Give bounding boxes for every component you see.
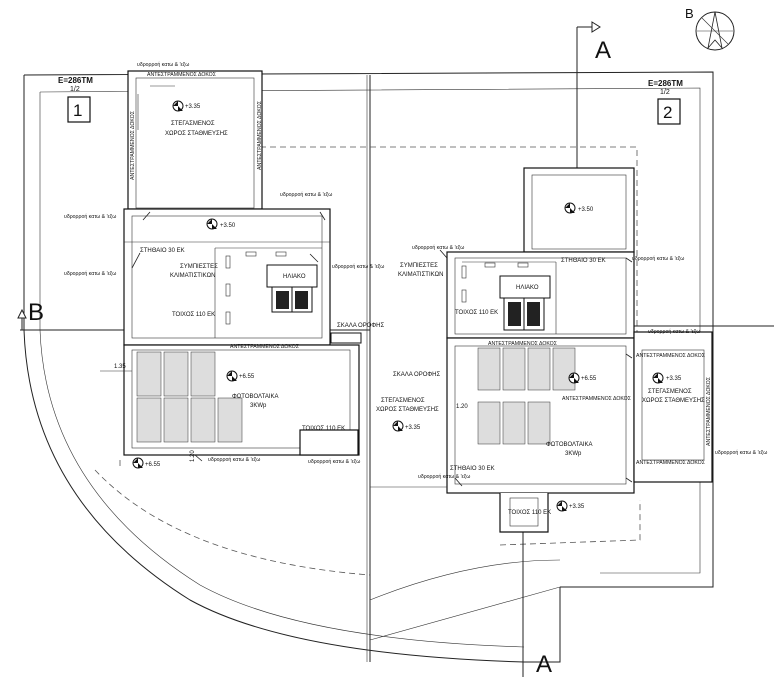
unit-1: E=286TM 1/2 1 ΑΝΤΕΣΤΡΑΜΜΕΝΟΣ ΔΟΚΟΣ ΑΝΤΕΣ… bbox=[58, 61, 385, 469]
unit1-level-roof: +3.50 bbox=[220, 223, 236, 229]
unit1-pv-l1: ΦΩΤΟΒΟΛΤΑΙΚΑ bbox=[232, 394, 279, 400]
unit1-pv-l2: 3KWp bbox=[250, 403, 267, 409]
unit2-drain-left: υδρορροή κατω & 'εξω bbox=[412, 244, 464, 251]
unit2-drain-r1: υδρορροή κατω & 'εξω bbox=[648, 328, 700, 335]
unit1-elevation: E=286TM bbox=[58, 76, 93, 85]
section-arrow-icon bbox=[17, 308, 27, 319]
section-label-a-top: A bbox=[595, 37, 611, 64]
unit2-drain-r2: υδρορροή κατω & 'εξω bbox=[715, 449, 767, 456]
unit2-ac-l1: ΣΥΜΠΙΕΣΤΕΣ bbox=[400, 263, 438, 269]
unit2-rpark-l1: ΣΤΕΓΑΣΜΕΝΟΣ bbox=[648, 389, 692, 395]
unit2-parking-l2: ΧΩΡΟΣ ΣΤΑΘΜΕΥΣΗΣ bbox=[376, 407, 439, 413]
unit2-parking-l1: ΣΤΕΓΑΣΜΕΝΟΣ bbox=[381, 398, 425, 404]
section-label-a-bottom: A bbox=[536, 651, 552, 677]
unit2-wall-110b: ΤΟΙΧΟΣ 110 ΕΚ bbox=[508, 510, 551, 516]
unit2-beam-r-bottom: ΑΝΤΕΣΤΡΑΜΜΕΝΟΣ ΔΟΚΟΣ bbox=[636, 460, 705, 466]
unit1-parking-l2: ΧΩΡΟΣ ΣΤΑΘΜΕΥΣΗΣ bbox=[165, 131, 228, 137]
north-compass: B bbox=[685, 6, 735, 51]
unit2-level-pv: +6.55 bbox=[581, 376, 597, 382]
unit1-beam-mid: ΑΝΤΕΣΤΡΑΜΜΕΝΟΣ ΔΟΚΟΣ bbox=[230, 344, 299, 350]
north-label: B bbox=[685, 6, 694, 21]
unit2-roof-stair: ΣΚΑΛΑ ΟΡΟΦΗΣ bbox=[393, 372, 441, 378]
unit1-dim-135: 1.35 bbox=[114, 364, 126, 370]
unit2-level-r: +3.35 bbox=[666, 376, 682, 382]
unit2-ratio: 1/2 bbox=[660, 89, 670, 96]
unit1-wall-110: ΤΟΙΧΟΣ 110 ΕΚ bbox=[172, 312, 215, 318]
pv-array bbox=[136, 351, 243, 443]
unit1-ac-l1: ΣΥΜΠΙΕΣΤΕΣ bbox=[180, 264, 218, 270]
unit2-wall-110: ΤΟΙΧΟΣ 110 ΕΚ bbox=[455, 310, 498, 316]
unit1-parking-l1: ΣΤΕΓΑΣΜΕΝΟΣ bbox=[171, 121, 215, 127]
unit2-pv-l1: ΦΩΤΟΒΟΛΤΑΙΚΑ bbox=[546, 442, 593, 448]
unit2-elevation: E=286TM bbox=[648, 79, 683, 88]
unit2-ac-l2: ΚΛΙΜΑΤΙΣΤΙΚΩΝ bbox=[398, 272, 443, 278]
section-label-b: B bbox=[28, 299, 44, 326]
unit1-drain-left2: υδρορροή κατω & 'εξω bbox=[64, 270, 116, 277]
drain-arrows bbox=[131, 211, 633, 487]
unit1-drain-bottom1: υδρορροή κατω & 'εξω bbox=[208, 456, 260, 463]
unit1-drain-top: υδρορροή κατω & 'εξω bbox=[137, 61, 189, 68]
unit1-number: 1 bbox=[73, 101, 82, 120]
unit1-level-parking: +3.35 bbox=[185, 104, 201, 110]
unit1-dim-120: 1.20 bbox=[190, 450, 196, 462]
unit1-level-pv: +6.55 bbox=[239, 374, 255, 380]
unit2-rpark-l2: ΧΩΡΟΣ ΣΤΑΘΜΕΥΣΗΣ bbox=[642, 398, 705, 404]
unit2-beam-mid: ΑΝΤΕΣΤΡΑΜΜΕΝΟΣ ΔΟΚΟΣ bbox=[488, 341, 557, 347]
site-boundary bbox=[23, 71, 714, 663]
unit1-beam-top: ΑΝΤΕΣΤΡΑΜΜΕΝΟΣ ΔΟΚΟΣ bbox=[147, 72, 216, 78]
unit2-beam-pv: ΑΝΤΕΣΤΡΑΜΜΕΝΟΣ ΔΟΚΟΣ bbox=[562, 396, 631, 402]
unit2-beam-r-side: ΑΝΤΕΣΤΡΑΜΜΕΝΟΣ ΔΟΚΟΣ bbox=[706, 377, 712, 446]
unit2-number: 2 bbox=[663, 103, 672, 122]
compass-arrow-icon bbox=[707, 11, 723, 50]
unit1-solar: ΗΛΙΑΚΟ bbox=[283, 274, 306, 280]
overhang-outlines bbox=[94, 146, 641, 576]
unit1-drain-left1: υδρορροή κατω & 'εξω bbox=[64, 213, 116, 220]
unit1-beam-right: ΑΝΤΕΣΤΡΑΜΜΕΝΟΣ ΔΟΚΟΣ bbox=[257, 101, 263, 170]
unit1-roof-stair: ΣΚΑΛΑ ΟΡΟΦΗΣ bbox=[337, 323, 385, 329]
unit1-parapet: ΣΤΗΘΑΙΟ 30 ΕΚ bbox=[140, 248, 185, 254]
unit1-drain-right2: υδρορροή κατω & 'εξω bbox=[332, 263, 384, 270]
unit-2: E=286TM 1/2 2 +3.50 ΣΤΗΘΑΙΟ 30 ΕΚ ΣΥΜΠΙΕ… bbox=[370, 79, 767, 533]
unit2-beam-r-top: ΑΝΤΕΣΤΡΑΜΜΕΝΟΣ ΔΟΚΟΣ bbox=[636, 353, 705, 359]
unit1-ratio: 1/2 bbox=[70, 86, 80, 93]
unit2-dim-120: 1.20 bbox=[456, 404, 468, 410]
unit2-level-parking: +3.35 bbox=[405, 425, 421, 431]
unit1-wall-110b: ΤΟΙΧΟΣ 110 ΕΚ bbox=[302, 426, 345, 432]
unit1-drain-bottom2: υδρορροή κατω & 'εξω bbox=[308, 458, 360, 465]
unit2-solar: ΗΛΙΑΚΟ bbox=[516, 285, 539, 291]
unit1-drain-right1: υδρορροή κατω & 'εξω bbox=[280, 191, 332, 198]
unit1-beam-left: ΑΝΤΕΣΤΡΑΜΜΕΝΟΣ ΔΟΚΟΣ bbox=[130, 111, 136, 180]
unit1-level-bottom: +6.55 bbox=[145, 462, 161, 468]
pv-array bbox=[477, 347, 576, 445]
unit1-ac-l2: ΚΛΙΜΑΤΙΣΤΙΚΩΝ bbox=[170, 273, 215, 279]
unit2-pv-l2: 3KWp bbox=[565, 451, 582, 457]
unit2-level-roof: +3.50 bbox=[578, 207, 594, 213]
unit2-parapet-b: ΣΤΗΘΑΙΟ 30 ΕΚ bbox=[450, 466, 495, 472]
unit2-drain-bottom: υδρορροή κατω & 'εξω bbox=[418, 473, 470, 480]
unit2-drain-right: υδρορροή κατω & 'εξω bbox=[632, 255, 684, 262]
unit2-parapet: ΣΤΗΘΑΙΟ 30 ΕΚ bbox=[561, 258, 606, 264]
unit2-level-bottom: +3.35 bbox=[569, 504, 585, 510]
section-arrow-icon bbox=[591, 21, 601, 33]
